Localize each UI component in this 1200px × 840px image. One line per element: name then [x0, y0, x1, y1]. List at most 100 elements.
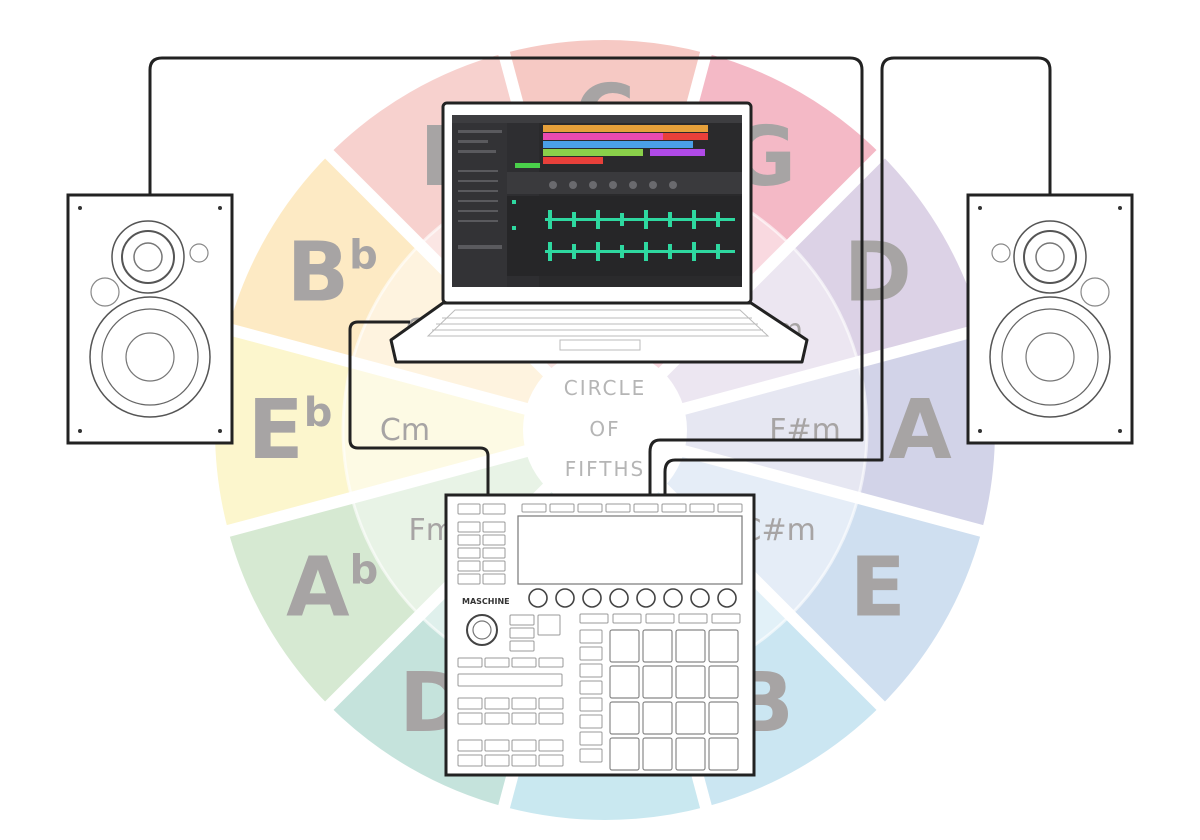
mode-button — [482, 503, 506, 515]
mode-button — [457, 534, 481, 546]
group-button — [579, 629, 603, 644]
center-text-circle: CIRCLE — [564, 376, 647, 400]
cables — [148, 56, 1052, 495]
nav-button — [537, 614, 561, 636]
mode-button — [457, 547, 481, 559]
minor-key-label: Cm — [380, 413, 430, 448]
drum-pad — [609, 701, 640, 735]
nav-button — [509, 614, 535, 626]
transport-button — [511, 712, 537, 725]
major-key-segment — [215, 329, 352, 531]
drum-pad — [708, 629, 739, 663]
drum-pad — [609, 665, 640, 699]
pad-mode-button — [678, 613, 708, 624]
mode-button — [482, 573, 506, 585]
segment-divider — [224, 322, 530, 416]
drum-pad — [642, 737, 673, 771]
pad-mode-button — [612, 613, 642, 624]
drum-pad — [642, 629, 673, 663]
drum-pad — [708, 737, 739, 771]
drum-pad — [675, 701, 706, 735]
encoder-knob — [582, 588, 602, 608]
segment-divider — [680, 322, 986, 416]
transport-button — [457, 739, 483, 752]
speaker-right — [966, 193, 1134, 445]
encoder-knob — [609, 588, 629, 608]
transport-button — [457, 754, 483, 767]
drum-pad — [609, 737, 640, 771]
mode-button — [457, 560, 481, 572]
function-button — [538, 657, 564, 668]
encoder-knob — [528, 588, 548, 608]
pad-mode-button — [579, 613, 609, 624]
encoder-knob — [663, 588, 683, 608]
drum-pad — [675, 665, 706, 699]
function-button — [484, 657, 510, 668]
transport-button — [457, 712, 483, 725]
transport-button — [538, 754, 564, 767]
major-key-label: E — [850, 541, 906, 636]
group-button — [579, 731, 603, 746]
maschine-controller: MASCHINE — [444, 493, 756, 777]
cable-right-speaker — [663, 56, 1052, 495]
transport-button — [484, 712, 510, 725]
transport-button — [484, 754, 510, 767]
group-button — [579, 680, 603, 695]
pad-mode-button — [645, 613, 675, 624]
minor-key-segment — [662, 451, 859, 616]
major-key-label: A — [888, 383, 952, 478]
mode-button — [482, 560, 506, 572]
mode-button — [457, 573, 481, 585]
center-text-of: OF — [589, 417, 620, 441]
laptop-keyboard — [426, 309, 770, 351]
nav-button — [509, 627, 535, 639]
transport-button — [538, 712, 564, 725]
drum-pad — [708, 701, 739, 735]
drum-pad — [708, 665, 739, 699]
cable-left-speaker — [148, 56, 864, 495]
encoder-knob — [690, 588, 710, 608]
transport-button — [538, 697, 564, 710]
display-button — [717, 503, 743, 513]
drum-pad — [609, 629, 640, 663]
transport-button — [511, 697, 537, 710]
encoder-knob — [717, 588, 737, 608]
display-button — [605, 503, 631, 513]
display-button — [549, 503, 575, 513]
speaker-left — [66, 193, 234, 445]
encoder-knob — [636, 588, 656, 608]
center-text-fifths: FIFTHS — [565, 457, 646, 481]
minor-key-segment — [684, 362, 867, 498]
mode-button — [482, 521, 506, 533]
major-key-label: D — [844, 226, 912, 321]
group-button — [579, 663, 603, 678]
transport-button — [457, 697, 483, 710]
transport-button — [484, 697, 510, 710]
encoder-knob — [555, 588, 575, 608]
function-button — [511, 657, 537, 668]
controller-brand: MASCHINE — [462, 597, 510, 606]
daw-interface — [452, 115, 742, 287]
pad-mode-button — [711, 613, 741, 624]
minor-key-segment — [342, 362, 526, 498]
display-button — [577, 503, 603, 513]
group-button — [579, 714, 603, 729]
transport-button — [511, 739, 537, 752]
display-button — [689, 503, 715, 513]
minor-key-label: F#m — [769, 413, 841, 448]
circle-center: CIRCLE OF FIFTHS — [523, 348, 687, 512]
mode-button — [482, 547, 506, 559]
mode-button — [457, 521, 481, 533]
group-button — [579, 646, 603, 661]
segment-divider — [224, 444, 530, 538]
drum-pad — [675, 629, 706, 663]
group-button — [579, 697, 603, 712]
touch-strip — [457, 673, 563, 687]
transport-button — [538, 739, 564, 752]
controller-display — [517, 515, 743, 585]
cable-usb — [348, 320, 490, 495]
laptop — [389, 101, 809, 364]
drum-pad — [642, 665, 673, 699]
transport-button — [511, 754, 537, 767]
